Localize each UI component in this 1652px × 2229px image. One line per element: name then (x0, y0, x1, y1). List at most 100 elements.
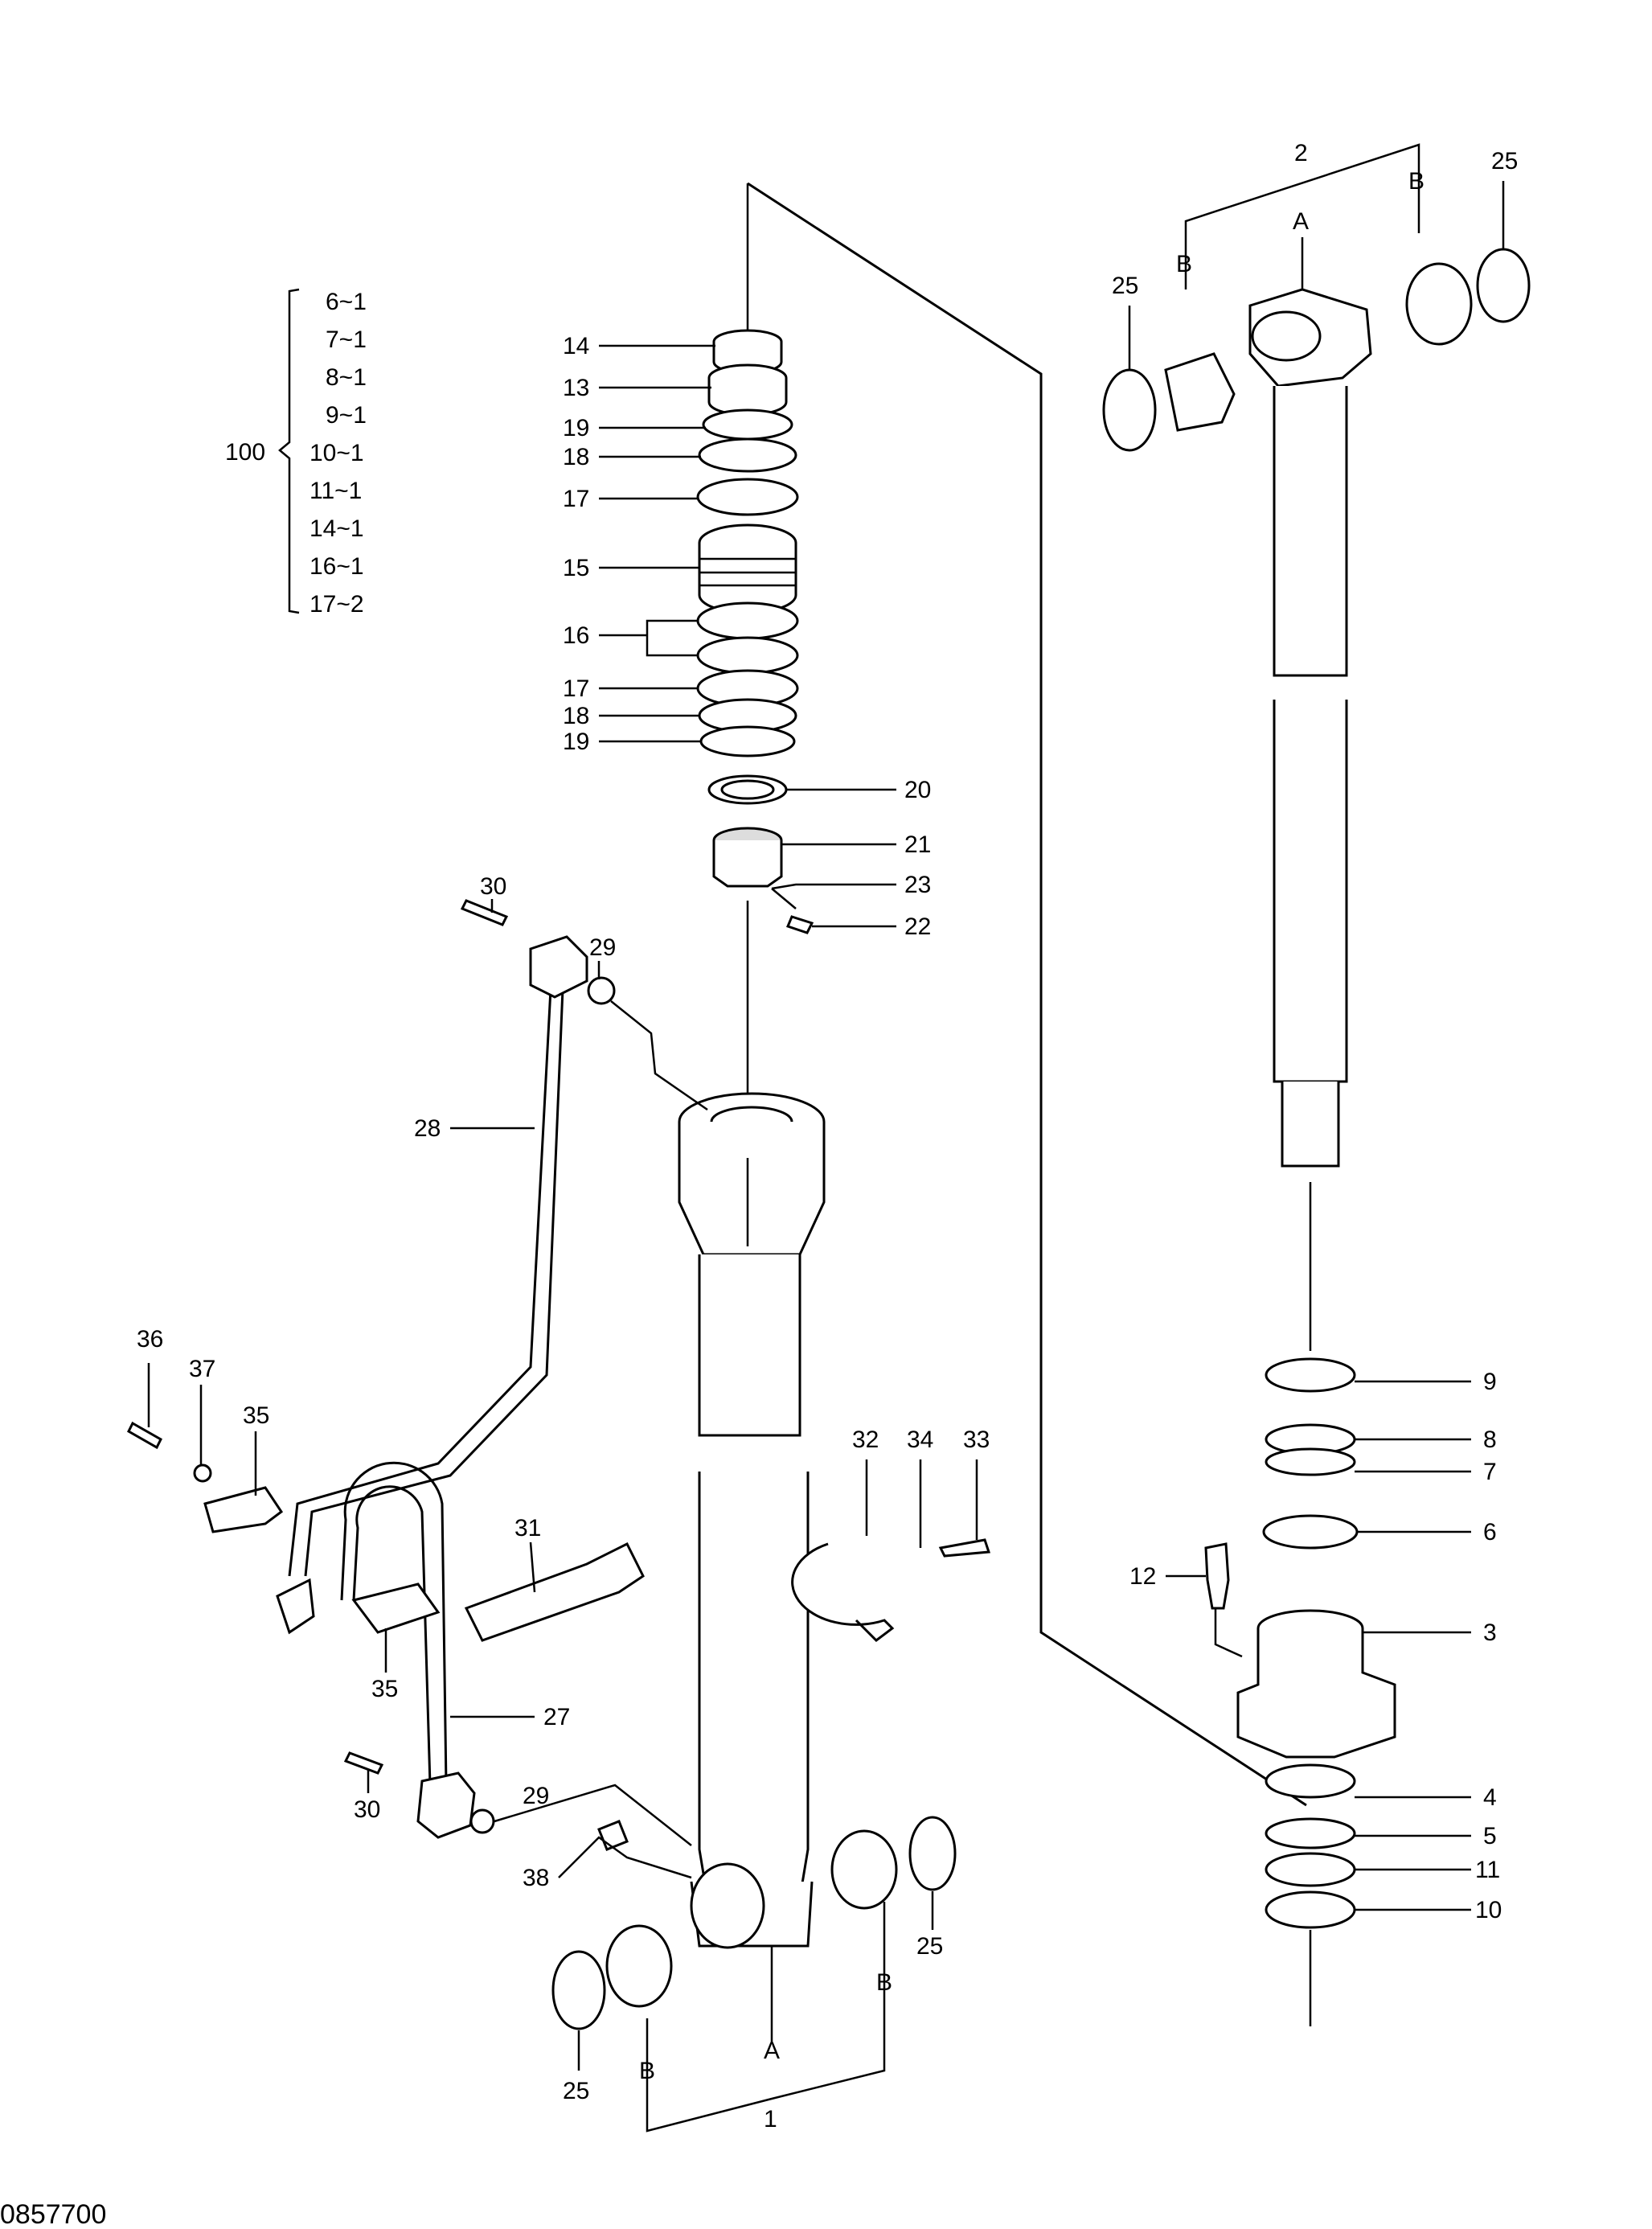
pipe-27 (352, 1485, 432, 1786)
tube-upper (698, 1254, 801, 1437)
label-4: 4 (1483, 1784, 1497, 1811)
label-b1a: B (639, 2058, 655, 2084)
tube-end-bore (690, 1862, 765, 1949)
leader-lines (147, 143, 1505, 2133)
label-29a: 29 (589, 934, 616, 961)
pipe-27-edge (340, 1461, 448, 1786)
rod-end-bushings (1102, 248, 1531, 452)
clamp-32 (791, 1542, 895, 1642)
kit-item-2: 8~1 (326, 364, 367, 391)
label-10: 10 (1475, 1897, 1502, 1923)
ring-9 (1265, 1357, 1356, 1393)
label-22: 22 (904, 913, 931, 940)
wear-ring-16b (696, 636, 799, 675)
bushing-b-bottom-left (605, 1924, 673, 2008)
label-12: 12 (1129, 1563, 1156, 1590)
label-18b: 18 (563, 703, 589, 729)
leader-29-bottom (494, 1784, 692, 1846)
kit-item-5: 11~1 (309, 478, 362, 504)
dust-seal-10 (1265, 1890, 1356, 1929)
label-29b: 29 (523, 1783, 549, 1809)
wear-ring-16a (696, 601, 799, 640)
label-25d: 25 (916, 1933, 943, 1960)
label-2: 2 (1294, 140, 1308, 166)
label-27: 27 (543, 1704, 570, 1730)
gland-assembly (1204, 1357, 1396, 2026)
tube-head (678, 1122, 826, 1256)
label-30a: 30 (480, 873, 506, 900)
flange-bottom (416, 1771, 476, 1839)
document-number: 0857700 (0, 2199, 106, 2229)
bushing-b-bottom-right (830, 1829, 898, 1910)
kit-brace (278, 288, 300, 614)
kit-item-6: 14~1 (309, 515, 364, 542)
rod-thread (1281, 1082, 1340, 1168)
label-15: 15 (563, 555, 589, 581)
o-ring-29-top (587, 976, 616, 1005)
bushing-4 (1265, 1763, 1356, 1799)
bolt-30-top (460, 899, 509, 926)
label-30b: 30 (354, 1796, 380, 1823)
label-8: 8 (1483, 1426, 1497, 1453)
set-screw-23 (771, 888, 797, 909)
backup-ring-19b (699, 725, 796, 757)
bolt-36 (127, 1421, 162, 1450)
flange-top (529, 935, 588, 999)
backup-ring-19 (702, 408, 793, 441)
bolt-12 (1204, 1542, 1230, 1610)
leader-38 (558, 1836, 692, 1879)
grease-fitting-38 (597, 1820, 629, 1851)
label-16: 16 (563, 622, 589, 649)
label-9: 9 (1483, 1369, 1497, 1395)
clamp-35-bottom (351, 1582, 441, 1634)
label-b2b: B (1408, 168, 1424, 195)
leader-12-bolt (1214, 1608, 1243, 1658)
gland-3-body (1236, 1628, 1396, 1759)
label-33: 33 (963, 1426, 990, 1453)
label-34: 34 (907, 1426, 933, 1453)
tube-end-bushings (551, 1816, 957, 2030)
leader-31 (529, 1541, 536, 1593)
kit-item-7: 16~1 (309, 553, 364, 580)
seal-stack (696, 329, 814, 934)
ring-7 (1265, 1447, 1356, 1476)
label-32: 32 (852, 1426, 879, 1453)
nut-21-body (712, 840, 783, 888)
seal-25-right (1476, 248, 1531, 323)
label-13: 13 (563, 375, 589, 401)
label-5: 5 (1483, 1823, 1497, 1849)
leader-2 (1184, 143, 1420, 289)
bracket-31 (464, 1541, 645, 1642)
label-3: 3 (1483, 1619, 1497, 1646)
bushing-b-left (1164, 352, 1236, 432)
hydraulic-pipes (127, 899, 991, 1851)
snap-ring-5 (1265, 1817, 1356, 1849)
label-28: 28 (414, 1115, 441, 1142)
label-23: 23 (904, 872, 931, 898)
bolt-33 (938, 1538, 991, 1558)
bolt-30-bottom (343, 1751, 384, 1775)
label-25c: 25 (563, 2078, 589, 2104)
seal-25-left (1102, 368, 1157, 452)
rod-eye-bore (1251, 310, 1322, 362)
label-b2a: B (1176, 251, 1192, 277)
rod-upper (1273, 386, 1348, 677)
label-35b: 35 (371, 1676, 398, 1702)
leader-1 (646, 1902, 886, 2133)
kit-number: 100 (225, 439, 265, 466)
washer-37 (193, 1463, 212, 1483)
kit-item-4: 10~1 (309, 440, 364, 466)
label-14: 14 (563, 333, 589, 359)
kit-item-8: 17~2 (309, 591, 364, 618)
label-17a: 17 (563, 486, 589, 512)
leader-16 (599, 619, 698, 657)
kit-item-0: 6~1 (326, 289, 367, 315)
rod-lower (1273, 700, 1348, 1083)
pipe-28 (288, 988, 552, 1577)
clamp-block-left (276, 1578, 315, 1635)
seal-25-bottom-right (908, 1816, 957, 1891)
kit-item-1: 7~1 (326, 326, 367, 353)
assembly-boundary-line (747, 182, 1307, 1807)
label-25b: 25 (1491, 148, 1518, 174)
